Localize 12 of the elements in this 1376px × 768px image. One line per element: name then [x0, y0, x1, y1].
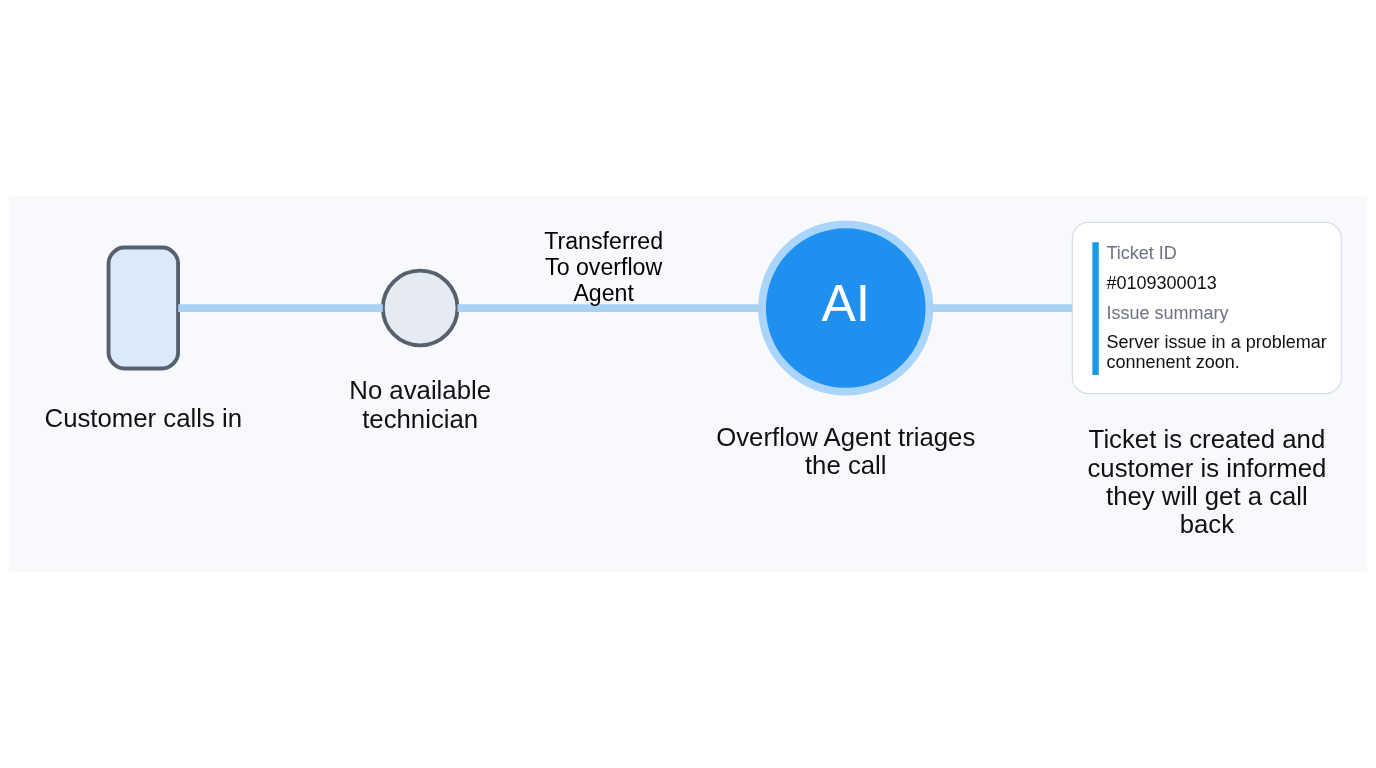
node-label: No available technician [349, 376, 492, 433]
node-phone [106, 245, 180, 371]
connector [178, 304, 383, 312]
node-box: Ticket ID #0109300013 Issue summary Server issue in a problemar connenent zoon. [1071, 221, 1343, 395]
edge-label: Transferred To overflow Agent [544, 228, 664, 306]
node-label: Overflow Agent triages the call [716, 422, 976, 480]
connector [457, 304, 762, 312]
node-label: Ticket is created and customer is informed they will get a call back [1087, 425, 1327, 539]
node-label: Customer calls in [44, 403, 243, 432]
node-person [380, 268, 460, 348]
node-circle: AI [758, 220, 934, 396]
connector [929, 304, 1073, 312]
